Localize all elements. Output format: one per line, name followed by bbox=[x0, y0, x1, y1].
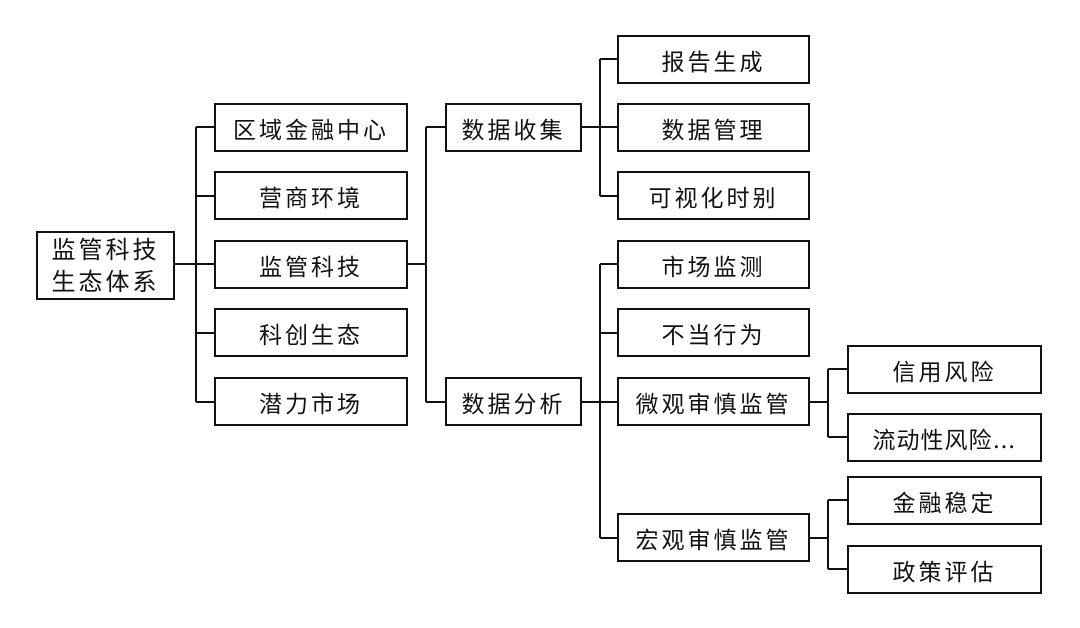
node-credit-risk: 信用风险 bbox=[847, 345, 1042, 394]
node-business-environment: 营商环境 bbox=[214, 171, 408, 220]
node-potential-market: 潜力市场 bbox=[214, 377, 408, 426]
node-innovation-ecosystem: 科创生态 bbox=[214, 308, 408, 357]
node-market-monitoring: 市场监测 bbox=[617, 240, 810, 289]
node-visualization: 可视化时别 bbox=[617, 171, 810, 220]
node-microprudential: 微观审慎监管 bbox=[617, 377, 810, 426]
node-regional-finance-center: 区域金融中心 bbox=[214, 103, 408, 152]
node-regtech: 监管科技 bbox=[214, 240, 408, 289]
node-macroprudential: 宏观审慎监管 bbox=[617, 513, 810, 562]
node-financial-stability: 金融稳定 bbox=[847, 476, 1042, 525]
node-policy-evaluation: 政策评估 bbox=[847, 545, 1042, 594]
root-label-line1: 监管科技 bbox=[51, 235, 160, 264]
node-data-management: 数据管理 bbox=[617, 103, 810, 152]
node-data-collection: 数据收集 bbox=[445, 103, 582, 152]
root-label-line2: 生态体系 bbox=[51, 267, 160, 296]
node-data-analysis: 数据分析 bbox=[445, 377, 582, 426]
node-misconduct: 不当行为 bbox=[617, 308, 810, 357]
node-report-generation: 报告生成 bbox=[617, 35, 810, 84]
root-node: 监管科技 生态体系 bbox=[36, 231, 175, 300]
node-liquidity-risk: 流动性风险… bbox=[847, 413, 1042, 462]
